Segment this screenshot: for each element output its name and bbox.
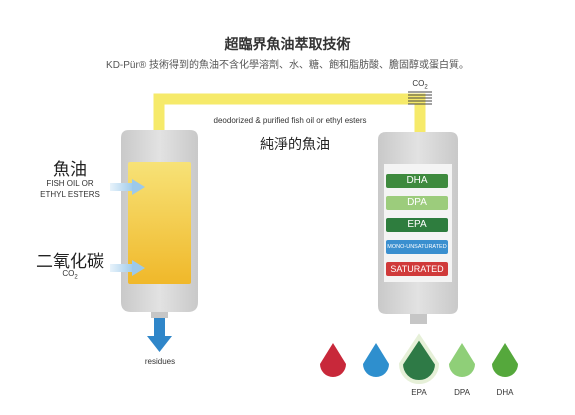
legend-label-dha: DHA <box>496 388 514 397</box>
page-title: 超臨界魚油萃取技術 <box>224 36 351 52</box>
co2-inlet-arrow <box>110 260 145 276</box>
fish-oil-label-en-line2: ETHYL ESTERS <box>40 190 100 199</box>
yellow-pipe <box>153 93 426 148</box>
fish-oil-inlet-arrow <box>110 179 145 195</box>
legend-label-epa: EPA <box>411 388 427 397</box>
pipe-label: deodorized & purified fish oil or ethyl … <box>213 116 367 125</box>
fraction-dha: DHA <box>386 174 448 188</box>
page-subtitle: KD-Pür® 技術得到的魚油不含化學溶劑、水、糖、飽和脂肪酸、膽固醇或蛋白質。 <box>106 60 469 71</box>
co2-vent-lines <box>408 91 432 105</box>
co2-label-zh: 二氧化碳 <box>36 252 104 271</box>
product-label-zh: 純淨的魚油 <box>260 136 330 152</box>
fish-oil-label-en: FISH OIL OR ETHYL ESTERS <box>30 178 110 200</box>
fish-oil-fill <box>128 162 191 284</box>
co2-formula-left-sub: 2 <box>74 274 78 281</box>
residues-arrow <box>147 318 172 352</box>
legend-label-dpa: DPA <box>454 388 470 397</box>
co2-formula-left-text: CO <box>62 269 75 278</box>
vessel-outlet <box>151 312 168 318</box>
fraction-dpa: DPA <box>386 196 448 210</box>
co2-top-text: CO <box>412 79 425 88</box>
fraction-epa: EPA <box>386 218 448 232</box>
fish-oil-label-en-line1: FISH OIL OR <box>46 179 94 188</box>
separation-outlet <box>410 314 427 324</box>
fraction-mono-unsaturated: MONO-UNSATURATED <box>386 240 448 254</box>
fish-oil-label-zh: 魚油 <box>53 160 87 179</box>
residues-label: residues <box>144 357 176 366</box>
co2-top-label: CO2 <box>400 78 440 94</box>
co2-top-sub: 2 <box>424 84 428 91</box>
fraction-saturated: SATURATED <box>386 262 448 276</box>
co2-formula-left: CO2 <box>50 268 90 284</box>
